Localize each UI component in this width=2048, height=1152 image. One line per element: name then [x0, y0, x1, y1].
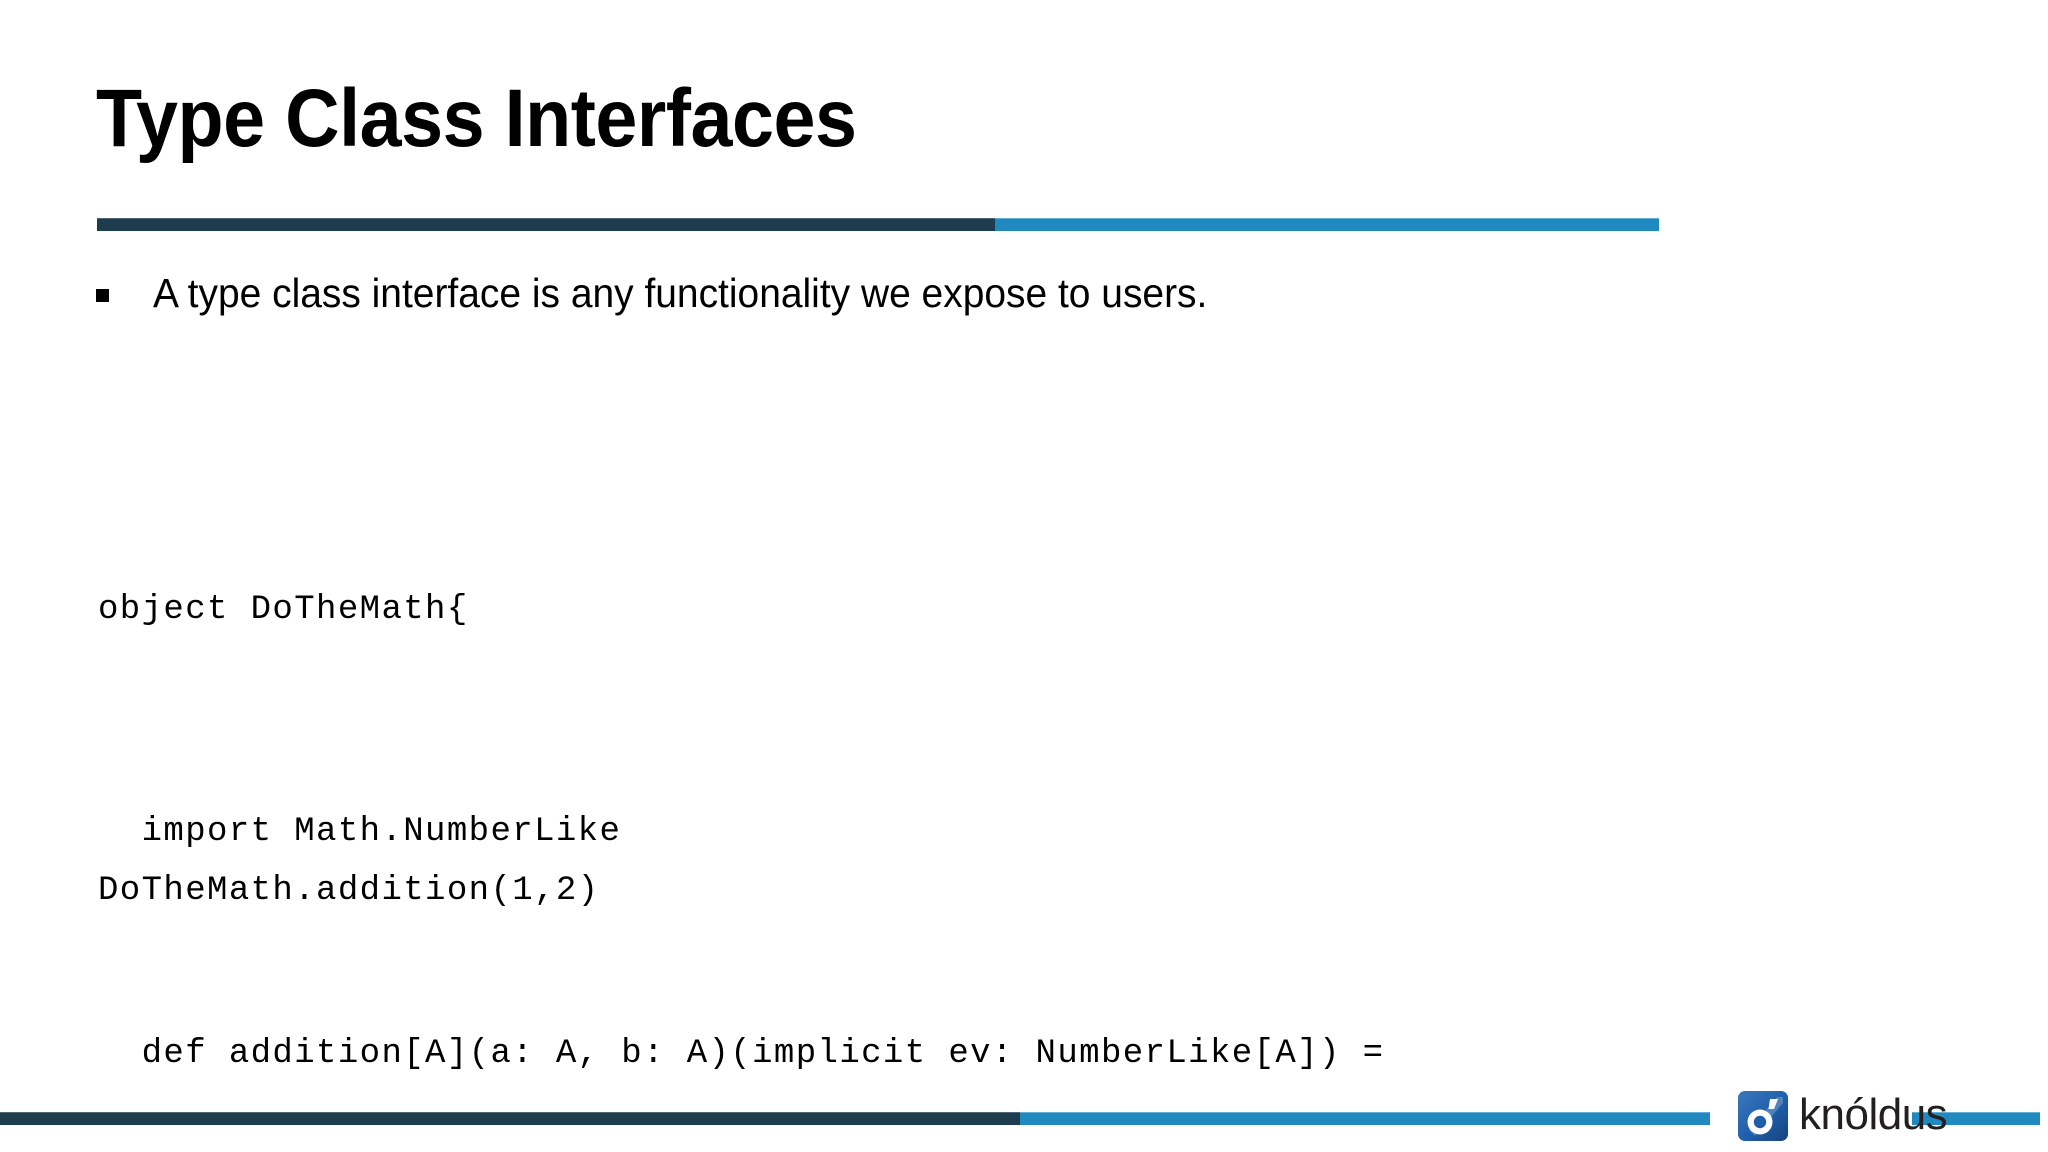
title-divider: [97, 218, 1659, 231]
footer-divider-left: [0, 1112, 1710, 1125]
bullet-list-item: A type class interface is any functional…: [96, 270, 1263, 317]
code-block: object DoTheMath{ import Math.NumberLike…: [98, 425, 1384, 1152]
square-bullet-icon: [96, 289, 109, 302]
title-divider-light-segment: [995, 218, 1659, 231]
footer-divider-dark-segment: [0, 1112, 1020, 1125]
brand-logo: knóldus: [1737, 1090, 1948, 1142]
code-line: def addition[A](a: A, b: A)(implicit ev:…: [98, 1035, 1385, 1073]
knoldus-logo-icon: [1737, 1090, 1789, 1142]
footer-divider-light-segment: [1020, 1112, 1710, 1125]
footer-divider-right: [1912, 1112, 2040, 1125]
code-usage-line: DoTheMath.addition(1,2): [98, 872, 600, 910]
bullet-item-label: A type class interface is any functional…: [153, 270, 1208, 316]
code-line: object DoTheMath{: [98, 591, 469, 629]
title-divider-dark-segment: [97, 218, 996, 231]
page-title: Type Class Interfaces: [96, 73, 857, 164]
brand-name-label: knóldus: [1799, 1090, 1948, 1139]
code-line: import Math.NumberLike: [98, 813, 622, 851]
